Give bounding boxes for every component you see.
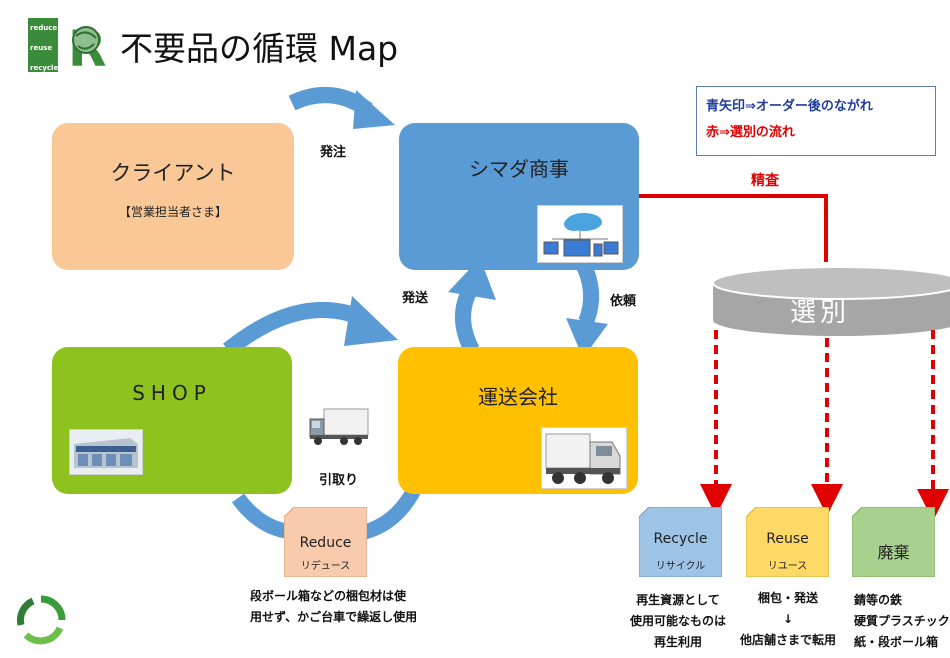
recycle-card: Recycle リサイクル: [639, 507, 722, 577]
reuse-note-line-3: 他店舗さまで転用: [739, 633, 836, 647]
legend-blue: 青矢印⇒オーダー後のながれ: [706, 99, 873, 114]
client-sub: 【営業担当者さま】: [118, 205, 227, 219]
logo-3r-icon: R: [28, 18, 107, 78]
reuse-note: 梱包・発送 ↓ 他店舗さまで転用: [727, 588, 849, 651]
recycle-title: Recycle: [653, 531, 708, 547]
store-icon: [69, 429, 143, 475]
reuse-note-line-1: 梱包・発送: [757, 591, 818, 605]
transport-name: 運送会社: [478, 385, 558, 409]
sorting-label: 選別: [790, 298, 851, 328]
reuse-note-line-2: ↓: [782, 612, 794, 626]
page-title: 不要品の循環 Map: [120, 29, 399, 68]
recycle-note-line-3: 再生利用: [653, 635, 702, 649]
reuse-kana: リユース: [767, 561, 808, 572]
order-label: 発注: [320, 145, 347, 160]
transport-box: 運送会社: [398, 347, 638, 494]
ship-arrow: [448, 258, 496, 354]
client-box: クライアント 【営業担当者さま】: [52, 123, 294, 270]
request-label: 依頼: [610, 294, 637, 309]
logo-word-reduce: reduce: [30, 24, 58, 32]
truck-icon: [308, 405, 370, 447]
order-arrow: [288, 87, 395, 129]
dispose-card: 廃棄: [852, 507, 935, 577]
recycle-note: 再生資源として 使用可能なものは 再生利用: [618, 590, 738, 653]
client-name: クライアント: [110, 161, 236, 185]
inspect-line: [638, 194, 828, 262]
recycle-kana: リサイクル: [655, 561, 706, 572]
dispose-note-line-2: 硬質プラスチック: [854, 614, 950, 628]
reduce-card: Reduce リデュース: [284, 507, 367, 577]
ship-label: 発送: [402, 291, 429, 306]
shop-to-transport-arrow: [222, 296, 398, 357]
request-arrow: [566, 258, 608, 358]
dispose-note-line-1: 錆等の鉄: [854, 593, 903, 607]
logo: R reduce reuse recycle: [28, 16, 107, 78]
sorting-cylinder: [712, 266, 950, 336]
dispose-note: 錆等の鉄 硬質プラスチック 紙・段ボール箱: [854, 590, 950, 653]
cloud-devices-icon: [537, 205, 623, 263]
logo-word-recycle: recycle: [30, 64, 59, 72]
recycle-note-line-1: 再生資源として: [636, 593, 720, 607]
reuse-card: Reuse リユース: [746, 507, 829, 577]
truck-icon: [541, 427, 627, 489]
reduce-kana: リデュース: [300, 561, 351, 572]
shop-box: SHOP: [52, 347, 292, 494]
shimada-box: シマダ商事: [399, 123, 639, 270]
shop-name: SHOP: [132, 381, 212, 405]
inspect-label: 精査: [751, 173, 779, 189]
recycle-icon: [14, 595, 68, 645]
dispose-note-line-3: 紙・段ボール箱: [854, 635, 939, 649]
legend-box: 青矢印⇒オーダー後のながれ 赤⇒選別の流れ: [696, 86, 936, 156]
legend-red: 赤⇒選別の流れ: [706, 125, 795, 140]
dispose-title: 廃棄: [877, 543, 910, 562]
reduce-note-line-2: 用せず、かご台車で繰返し使用: [250, 610, 418, 624]
reuse-title: Reuse: [766, 531, 809, 547]
reduce-note: 段ボール箱などの梱包材は使 用せず、かご台車で繰返し使用: [250, 586, 417, 628]
reduce-note-line-1: 段ボール箱などの梱包材は使: [250, 589, 407, 603]
reduce-title: Reduce: [299, 535, 352, 551]
logo-word-reuse: reuse: [30, 44, 53, 52]
shimada-name: シマダ商事: [469, 157, 569, 181]
recycle-note-line-2: 使用可能なものは: [629, 614, 726, 628]
pickup-label: 引取り: [319, 473, 359, 488]
